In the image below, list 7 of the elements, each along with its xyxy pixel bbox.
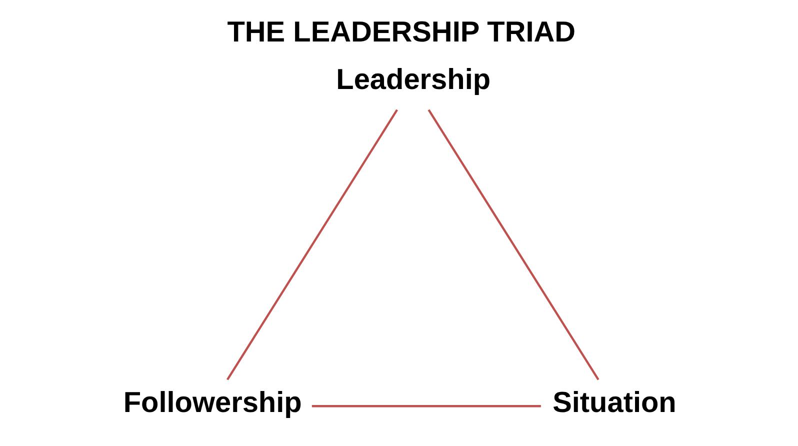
diagram-title: THE LEADERSHIP TRIAD [226,16,576,48]
connector [226,109,398,380]
connector [427,109,599,380]
connector [311,405,540,408]
node-text: Leadership [336,64,490,96]
node-text: Situation [552,386,676,419]
node-text: Followership [122,386,302,419]
